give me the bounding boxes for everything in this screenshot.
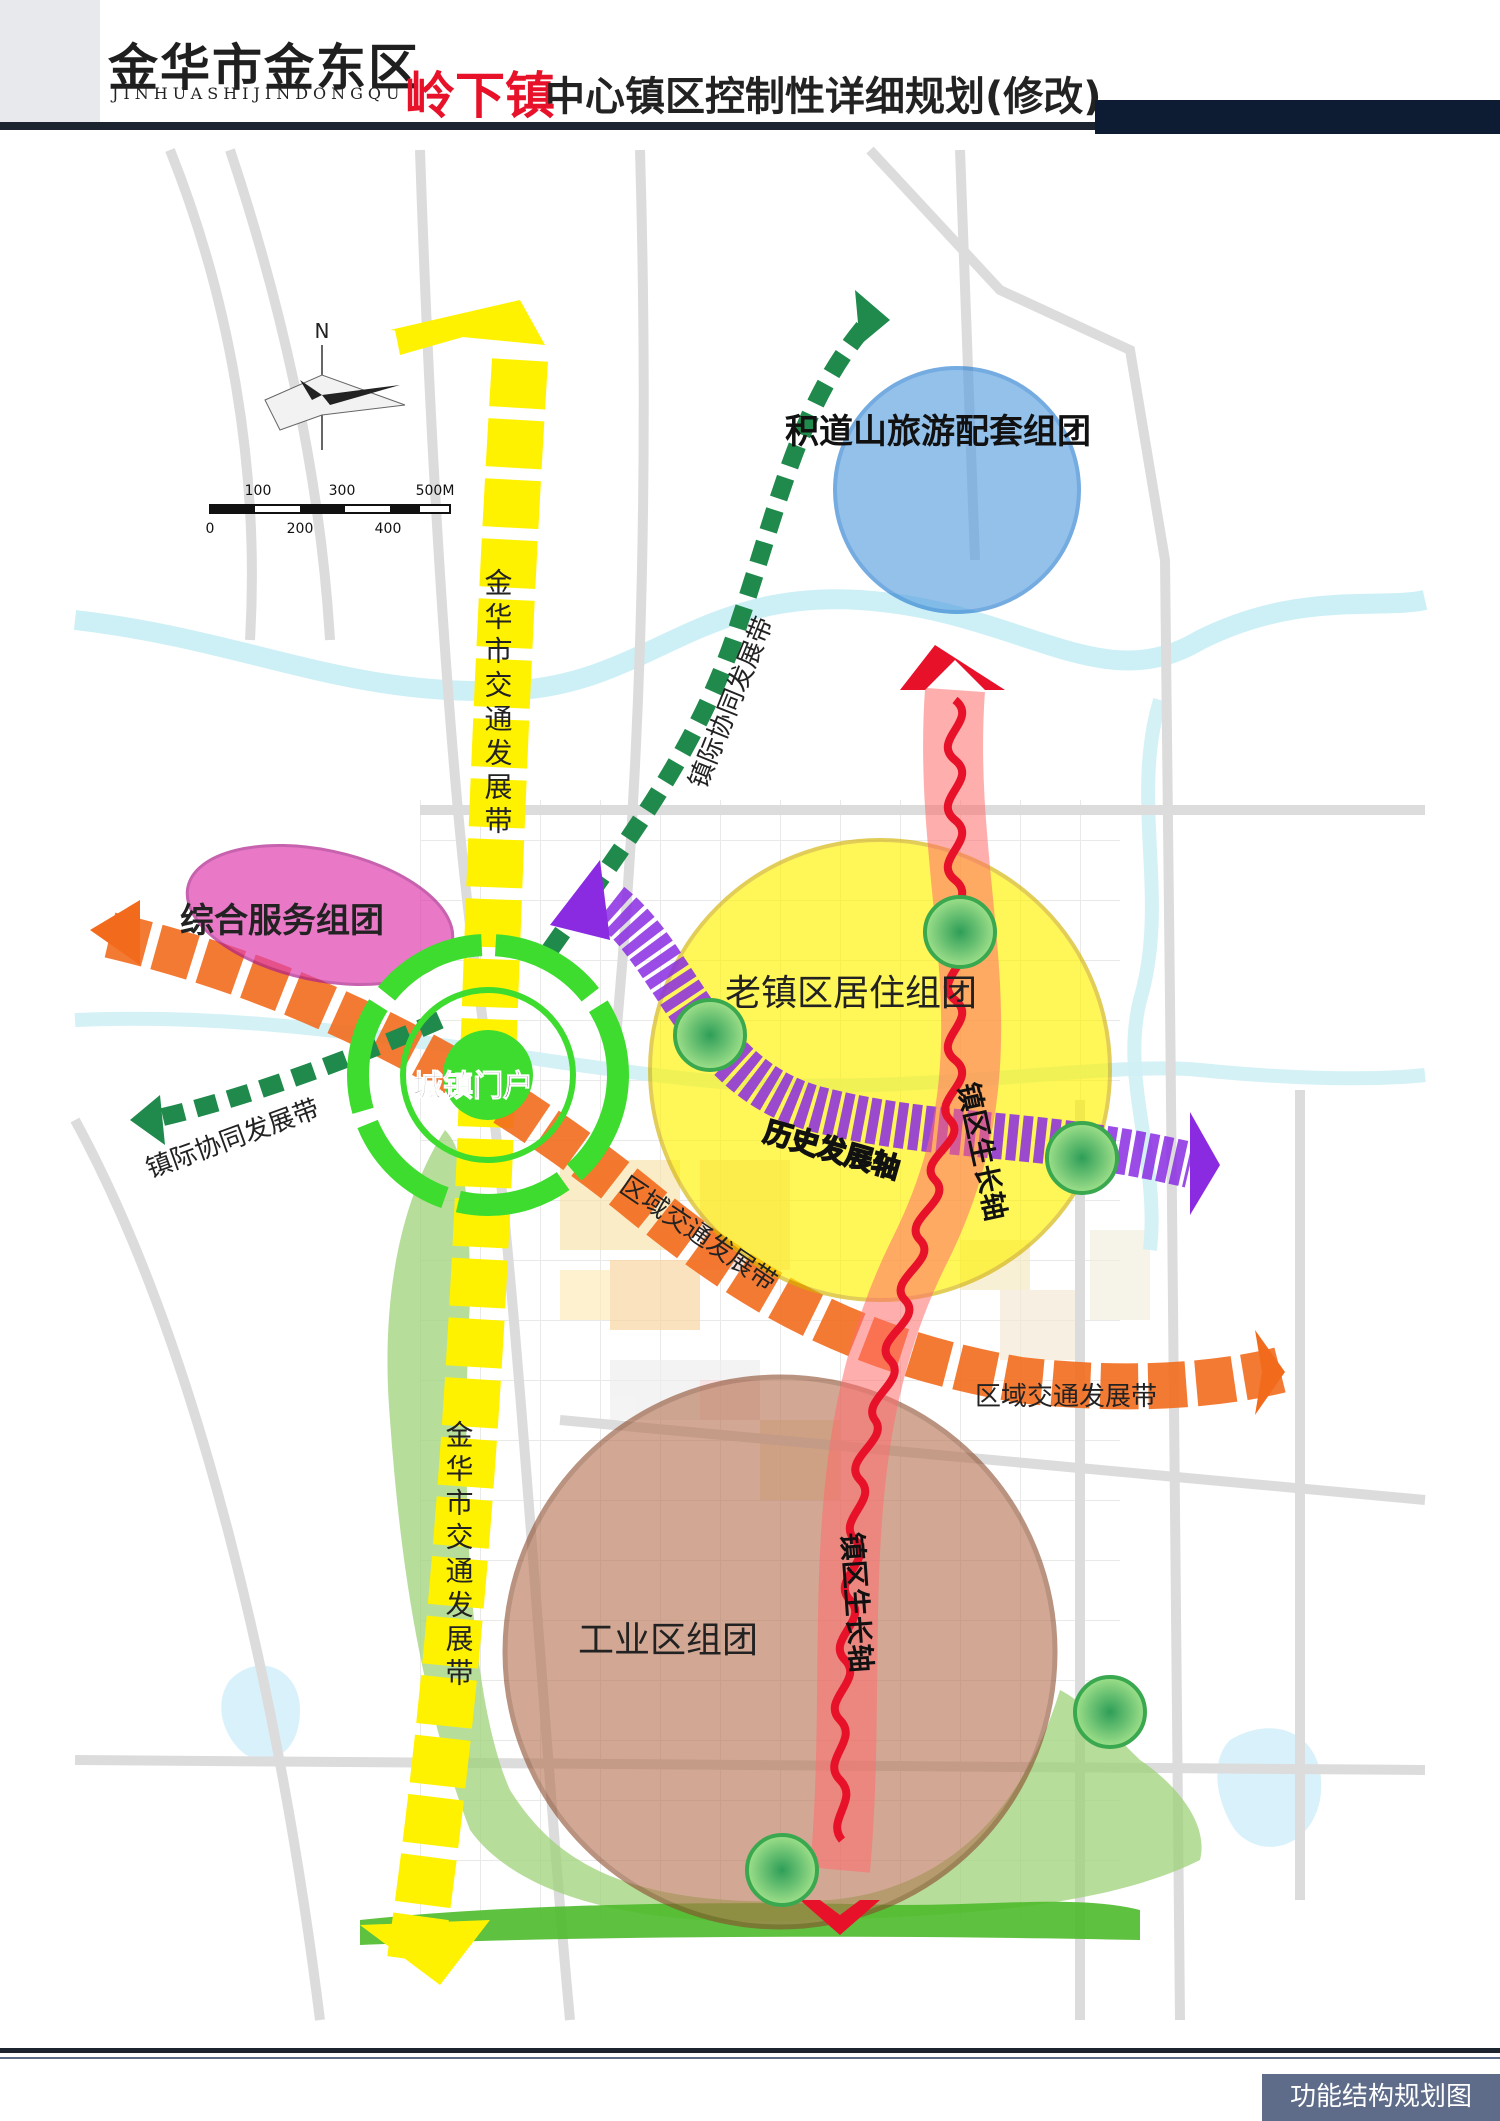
header: 金华市金东区 JINHUASHIJINDONGQU 岭下镇 中心镇区控制性详细规… [0,0,1500,135]
industrial-cluster-label: 工业区组团 [578,1620,758,1661]
regional-arrow-west [90,900,140,965]
town-gateway [347,934,629,1216]
park-nodes [673,895,1147,1907]
town-name: 岭下镇 [405,67,555,125]
service-cluster-label: 综合服务组团 [180,901,384,941]
tourism-cluster-label: 积道山旅游配套组团 [785,412,1091,452]
footer-rule [0,2048,1500,2053]
historic-arrow-west [550,860,610,940]
park-node [1045,1121,1119,1195]
historic-arrow-east [1190,1112,1220,1215]
industrial-cluster [502,1374,1058,1930]
scale-label-200: 200 [287,521,314,537]
plan-title: 中心镇区控制性详细规划(修改) [545,74,1102,120]
park-node [745,1833,819,1907]
header-navy-bar [1095,100,1500,134]
structure-map: N 100 300 500M 0 200 400 积道山旅游配套组团 综合服务组… [70,146,1428,2021]
brand-pinyin: JINHUASHIJINDONGQU [112,84,405,103]
river-north [73,589,1428,702]
map-area: N 100 300 500M 0 200 400 积道山旅游配套组团 综合服务组… [0,140,1500,2025]
park-node [1073,1675,1147,1749]
tourism-cluster [833,366,1081,614]
transport-band [360,300,548,1985]
footer-rule-thin [0,2057,1500,2059]
park-node [673,998,747,1072]
regional-label-lower: 区域交通发展带 [975,1382,1157,1412]
transport-band-arrow-south [360,1920,490,1985]
inter-town-bands [130,290,890,1145]
compass-north-label: N [315,319,330,343]
growth-arrow-south [800,1900,880,1935]
lake-west [221,1665,300,1760]
regional-arrow-east [1255,1330,1285,1415]
regional-band [90,900,1286,1415]
growth-axis [800,645,1005,1935]
scale-bar: 100 300 500M 0 200 400 [206,483,455,537]
drawing-name-tag: 功能结构规划图 [1262,2074,1500,2121]
transport-band-label-lower: 金华市交通发展带 [442,1420,475,1692]
header-grey-block [0,0,100,125]
scale-label-0: 0 [206,521,215,537]
scale-label-100: 100 [245,483,272,499]
green-corridor [387,1130,1202,1922]
scale-label-500m: 500M [416,483,455,499]
scale-label-400: 400 [375,521,402,537]
header-rule [0,122,1095,130]
park-node [923,895,997,969]
inter-town-arrow-ne [855,290,890,345]
inter-town-arrow-w [130,1095,165,1145]
brand-name: 金华市金东区 [108,39,420,97]
transport-band-label-upper: 金华市交通发展带 [481,568,514,840]
gateway-label: 城镇门户 [413,1069,533,1104]
growth-arrow-north [900,645,1005,690]
scale-label-300: 300 [329,483,356,499]
north-compass: N [264,319,406,450]
old-town-cluster-label: 老镇区居住组团 [725,973,977,1014]
